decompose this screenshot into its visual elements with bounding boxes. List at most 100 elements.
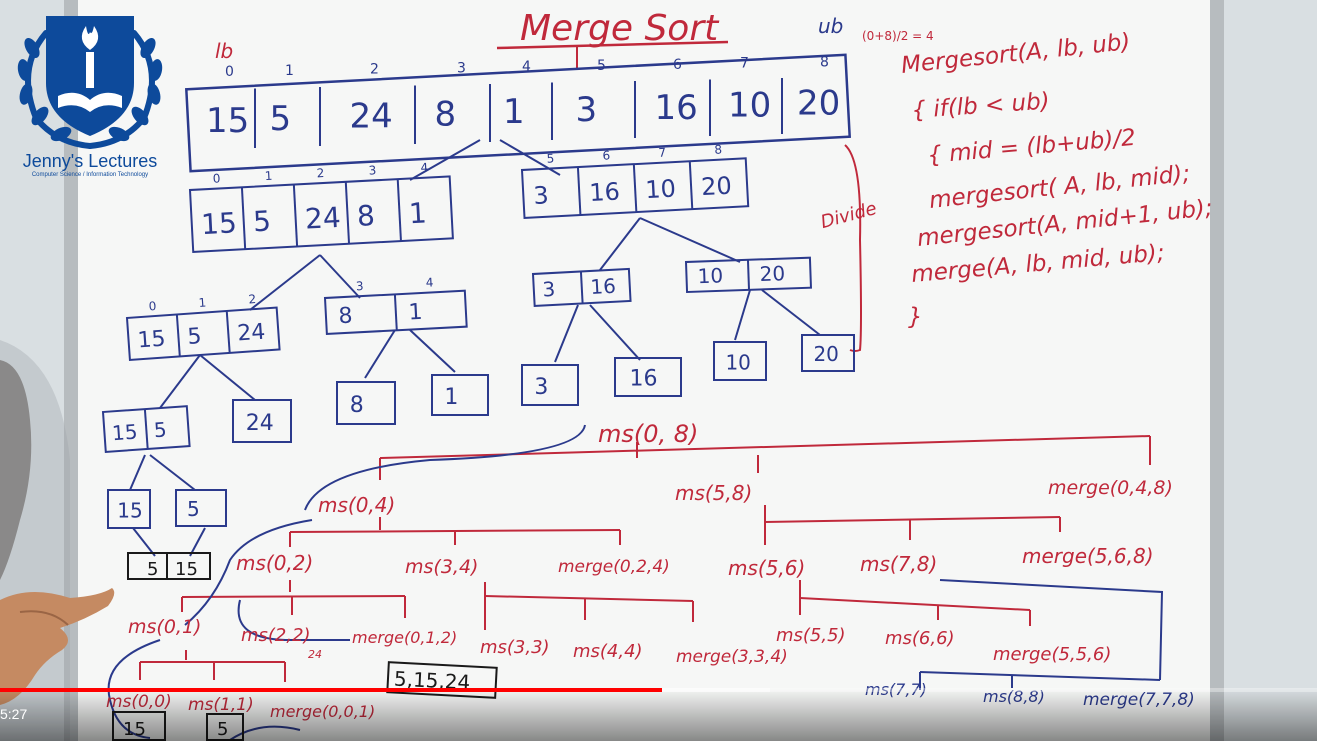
- leaf-8: 8: [336, 381, 396, 425]
- call-tree-blue-lines: [107, 424, 1164, 741]
- leaf-24: 24: [232, 399, 292, 443]
- merged-cell-5: 5: [147, 559, 158, 580]
- video-progress-bar[interactable]: [0, 688, 1317, 692]
- call-merge778: merge(7,7,8): [1083, 690, 1195, 710]
- leaf-3: 3: [521, 364, 579, 406]
- l1-cell-1: 5: [187, 324, 203, 350]
- top-index-7: 7: [740, 56, 749, 72]
- l2-cell-0: 8: [338, 304, 353, 330]
- call-ms55: ms(5,5): [776, 625, 846, 646]
- leaf-16: 16: [614, 357, 682, 397]
- top-cell-6: 16: [655, 88, 698, 128]
- presenter-hand: [0, 360, 115, 705]
- top-cell-1: 5: [270, 99, 292, 139]
- leaf-24-value: 24: [246, 411, 274, 436]
- code-line-7: }: [908, 304, 923, 330]
- l1-cell-2: 24: [237, 320, 267, 347]
- top-index-2: 2: [370, 62, 379, 78]
- leaf-15-value: 15: [117, 498, 142, 522]
- leaf-20-value: 20: [813, 342, 838, 366]
- leaf-10: 10: [713, 341, 767, 381]
- ll-cell-1: 5: [153, 417, 167, 442]
- top-cell-2: 24: [350, 97, 393, 137]
- call-ms78: ms(7,8): [860, 552, 937, 576]
- r2-cell-0: 10: [697, 263, 723, 288]
- call-ms01: ms(0,1): [128, 616, 201, 638]
- channel-logo: Jenny's Lectures Computer Science / Info…: [6, 8, 174, 178]
- left-half-index-2: 2: [316, 166, 324, 180]
- leaf-1-value: 1: [444, 385, 458, 410]
- mid-calc: (0+8)/2 = 4: [862, 29, 934, 43]
- top-cell-7: 10: [728, 86, 771, 126]
- board-surface: [78, 0, 1210, 741]
- channel-tagline: Computer Science / Information Technolog…: [31, 172, 149, 178]
- top-cell-0: 15: [206, 101, 249, 141]
- r1-cell-1: 16: [590, 274, 617, 299]
- top-index-1: 1: [285, 63, 294, 79]
- l1-index-0: 0: [148, 299, 157, 313]
- top-cell-3: 8: [435, 94, 457, 134]
- left-half-cell-2: 24: [304, 201, 341, 236]
- right-half-index-2: 7: [658, 145, 666, 159]
- call-tree-labels: ms(0, 8)ms(0,4)ms(5,8)merge(0,4,8)ms(0,2…: [106, 420, 1195, 721]
- call-ms22: ms(2,2): [241, 625, 311, 646]
- channel-name: Jenny's Lectures: [22, 151, 158, 171]
- call-merge556: merge(5,5,6): [993, 644, 1111, 665]
- call-ms02: ms(0,2): [236, 551, 313, 575]
- left-half-index-1: 1: [264, 169, 272, 183]
- current-time: 5:27: [0, 706, 28, 722]
- title-underline: [496, 40, 729, 50]
- call-ms44: ms(4,4): [573, 641, 643, 662]
- top-index-4: 4: [522, 59, 531, 75]
- call-ms56: ms(5,6): [728, 556, 805, 580]
- top-cell-8: 20: [797, 83, 840, 123]
- divide-tree-lines: [129, 139, 821, 557]
- call-ms04: ms(0,4): [318, 493, 395, 517]
- l1-cell-0: 15: [137, 327, 167, 354]
- call-ms88: ms(8,8): [983, 687, 1045, 706]
- call-ms33: ms(3,3): [480, 637, 550, 658]
- top-cell-5: 3: [576, 90, 598, 130]
- leaf-1: 1: [431, 374, 489, 416]
- leaf-3-value: 3: [534, 375, 548, 400]
- left-half-cell-0: 15: [200, 206, 237, 241]
- right-half-index-3: 8: [714, 143, 722, 157]
- leaf-5: 5: [175, 489, 227, 527]
- l1-index-2: 2: [248, 292, 257, 306]
- left-half-index-3: 3: [368, 163, 376, 177]
- right-half-cell-1: 16: [589, 177, 621, 207]
- lb-label: lb: [215, 39, 233, 63]
- top-index-5: 5: [597, 58, 606, 74]
- l1-index-1: 1: [198, 295, 207, 309]
- call-ms34: ms(3,4): [405, 556, 478, 578]
- call-ms11: ms(1,1): [188, 695, 254, 715]
- right-half-cell-0: 3: [533, 181, 550, 210]
- call-ms66: ms(6,6): [885, 628, 955, 649]
- left-half-cell-1: 5: [252, 204, 272, 238]
- call-merge024: merge(0,2,4): [558, 557, 670, 577]
- logo-emblem: [17, 16, 163, 149]
- divide-bracket: [844, 144, 862, 352]
- leaf-5-value: 5: [187, 497, 200, 521]
- call-merge568: merge(5,6,8): [1022, 544, 1154, 568]
- call-merge012: merge(0,1,2): [352, 628, 457, 647]
- l2-index-0: 3: [356, 279, 364, 293]
- right-half-cell-2: 10: [645, 175, 677, 205]
- top-index-3: 3: [457, 60, 466, 76]
- played-progress: [0, 688, 663, 692]
- top-index-0: 0: [225, 64, 234, 80]
- right-half-index-1: 6: [602, 148, 610, 162]
- left-half-cell-3: 8: [356, 199, 376, 233]
- call-ms00: ms(0,0): [106, 692, 172, 712]
- call-leaf-5: 5: [217, 719, 228, 740]
- leaf-16-value: 16: [630, 366, 658, 391]
- call-merge048: merge(0,4,8): [1048, 477, 1173, 499]
- right-half-cell-3: 20: [700, 172, 732, 202]
